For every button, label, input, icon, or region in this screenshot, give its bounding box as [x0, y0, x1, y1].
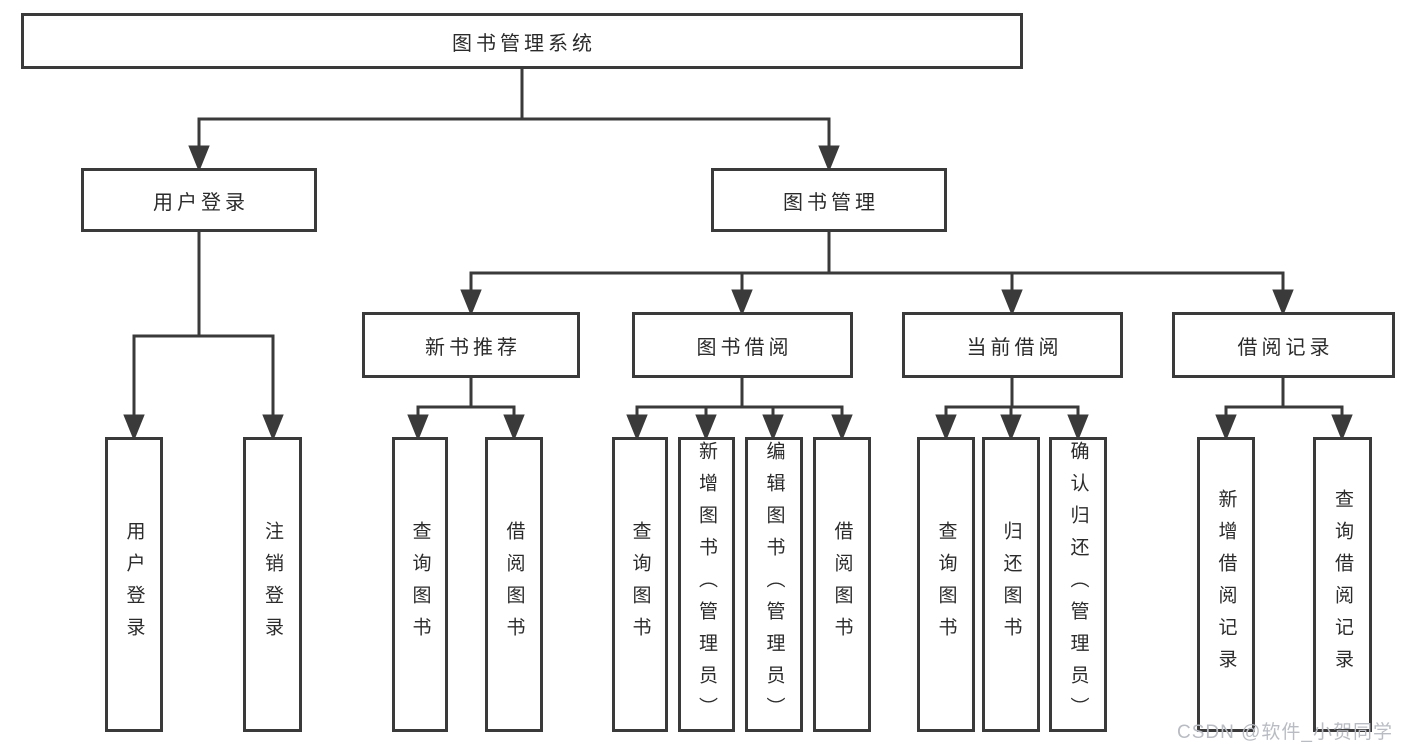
leaf-user-login: 用户登录 [105, 437, 163, 732]
leaf-query-books-current: 查询图书 [917, 437, 975, 732]
connector-book-management-to-groups [460, 232, 1294, 316]
leaf-query-books-borrow: 查询图书 [612, 437, 668, 732]
node-user-login: 用户登录 [81, 168, 317, 232]
node-borrow-records: 借阅记录 [1172, 312, 1395, 378]
connector-user-login-to-leaves [123, 232, 284, 441]
leaf-query-books-recommend: 查询图书 [392, 437, 448, 732]
node-book-borrow: 图书借阅 [632, 312, 853, 378]
connector-current-borrow-to-leaves [935, 378, 1089, 441]
connector-book-borrow-to-leaves [626, 378, 853, 441]
leaf-add-books-admin: 新增图书（管理员） [678, 437, 735, 732]
leaf-query-borrow-record: 查询借阅记录 [1313, 437, 1372, 732]
connector-new-book-recommend-to-leaves [407, 378, 525, 441]
leaf-return-books: 归还图书 [982, 437, 1040, 732]
connector-root-to-level2 [188, 69, 840, 172]
leaf-confirm-return-admin: 确认归还（管理员） [1049, 437, 1107, 732]
node-new-book-recommend: 新书推荐 [362, 312, 580, 378]
leaf-logout: 注销登录 [243, 437, 302, 732]
connector-borrow-records-to-leaves [1215, 378, 1353, 441]
node-book-management: 图书管理 [711, 168, 947, 232]
watermark-text: CSDN @软件_小贺同学 [1177, 722, 1393, 743]
leaf-edit-books-admin: 编辑图书（管理员） [745, 437, 803, 732]
leaf-add-borrow-record: 新增借阅记录 [1197, 437, 1255, 732]
leaf-borrow-books-recommend: 借阅图书 [485, 437, 543, 732]
node-library-management-system: 图书管理系统 [21, 13, 1023, 69]
node-current-borrow: 当前借阅 [902, 312, 1123, 378]
leaf-borrow-books: 借阅图书 [813, 437, 871, 732]
